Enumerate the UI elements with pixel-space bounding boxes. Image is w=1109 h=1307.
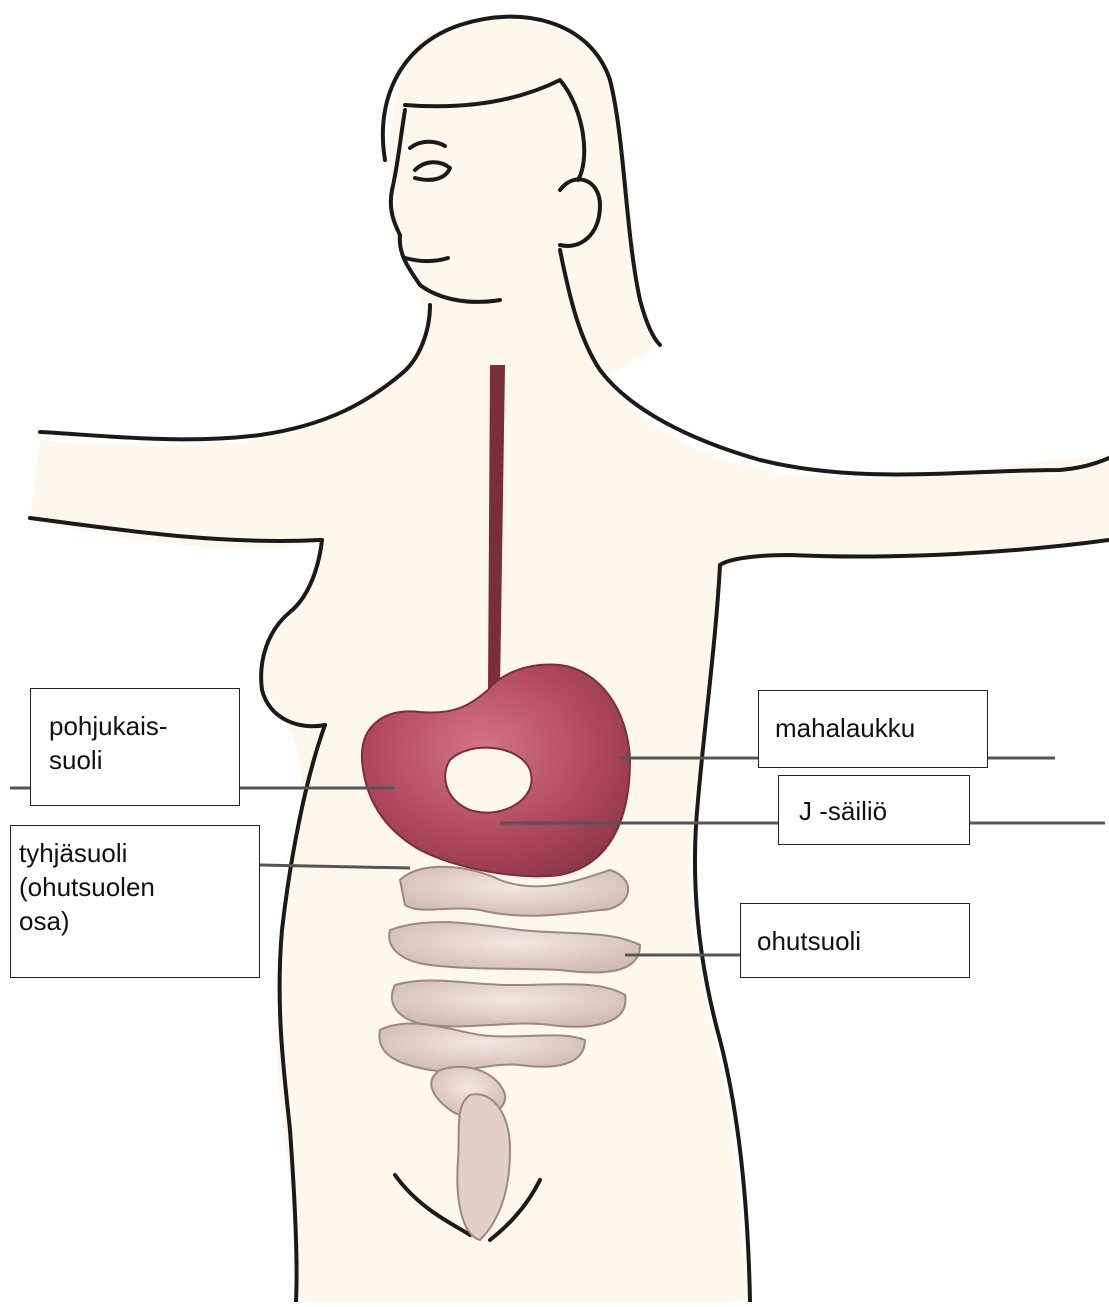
label-jejunum: tyhjäsuoli (ohutsuolen osa) [10,825,260,978]
label-duodenum: pohjukais- suoli [30,688,240,806]
label-stomach: mahalaukku [758,690,988,768]
body-silhouette [30,20,1109,1302]
label-small-intestine: ohutsuoli [740,903,970,978]
label-j-pouch: J -säiliö [778,775,970,845]
